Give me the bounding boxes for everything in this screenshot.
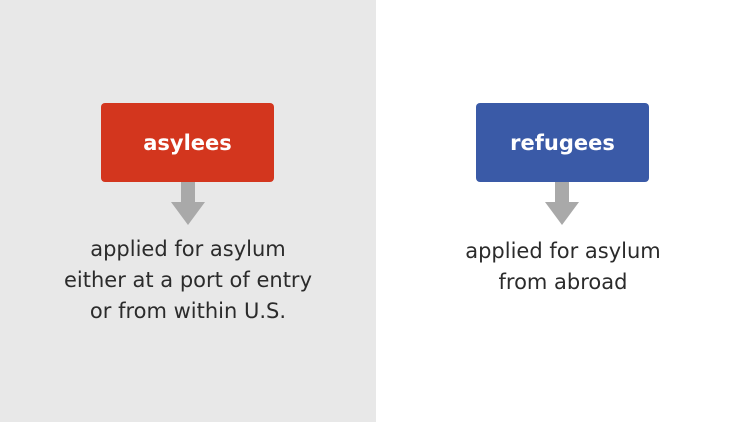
asylees-box: asylees	[101, 103, 274, 182]
refugees-box: refugees	[476, 103, 649, 182]
asylees-description-line: either at a port of entry	[63, 268, 312, 292]
asylees-description: applied for asylum either at a port of e…	[0, 234, 376, 327]
asylees-panel: asylees applied for asylum either at a p…	[0, 0, 376, 422]
asylees-description-line: applied for asylum	[90, 237, 286, 261]
refugees-panel: refugees applied for asylum from abroad	[376, 0, 750, 422]
refugees-description: applied for asylum from abroad	[376, 236, 750, 298]
asylees-label: asylees	[143, 130, 232, 155]
refugees-description-line: applied for asylum	[465, 239, 661, 263]
asylees-description-line: or from within U.S.	[89, 299, 287, 323]
refugees-label: refugees	[510, 130, 615, 155]
arrow-down-icon	[171, 182, 205, 225]
refugees-description-line: from abroad	[498, 270, 628, 294]
arrow-down-icon	[545, 182, 579, 225]
